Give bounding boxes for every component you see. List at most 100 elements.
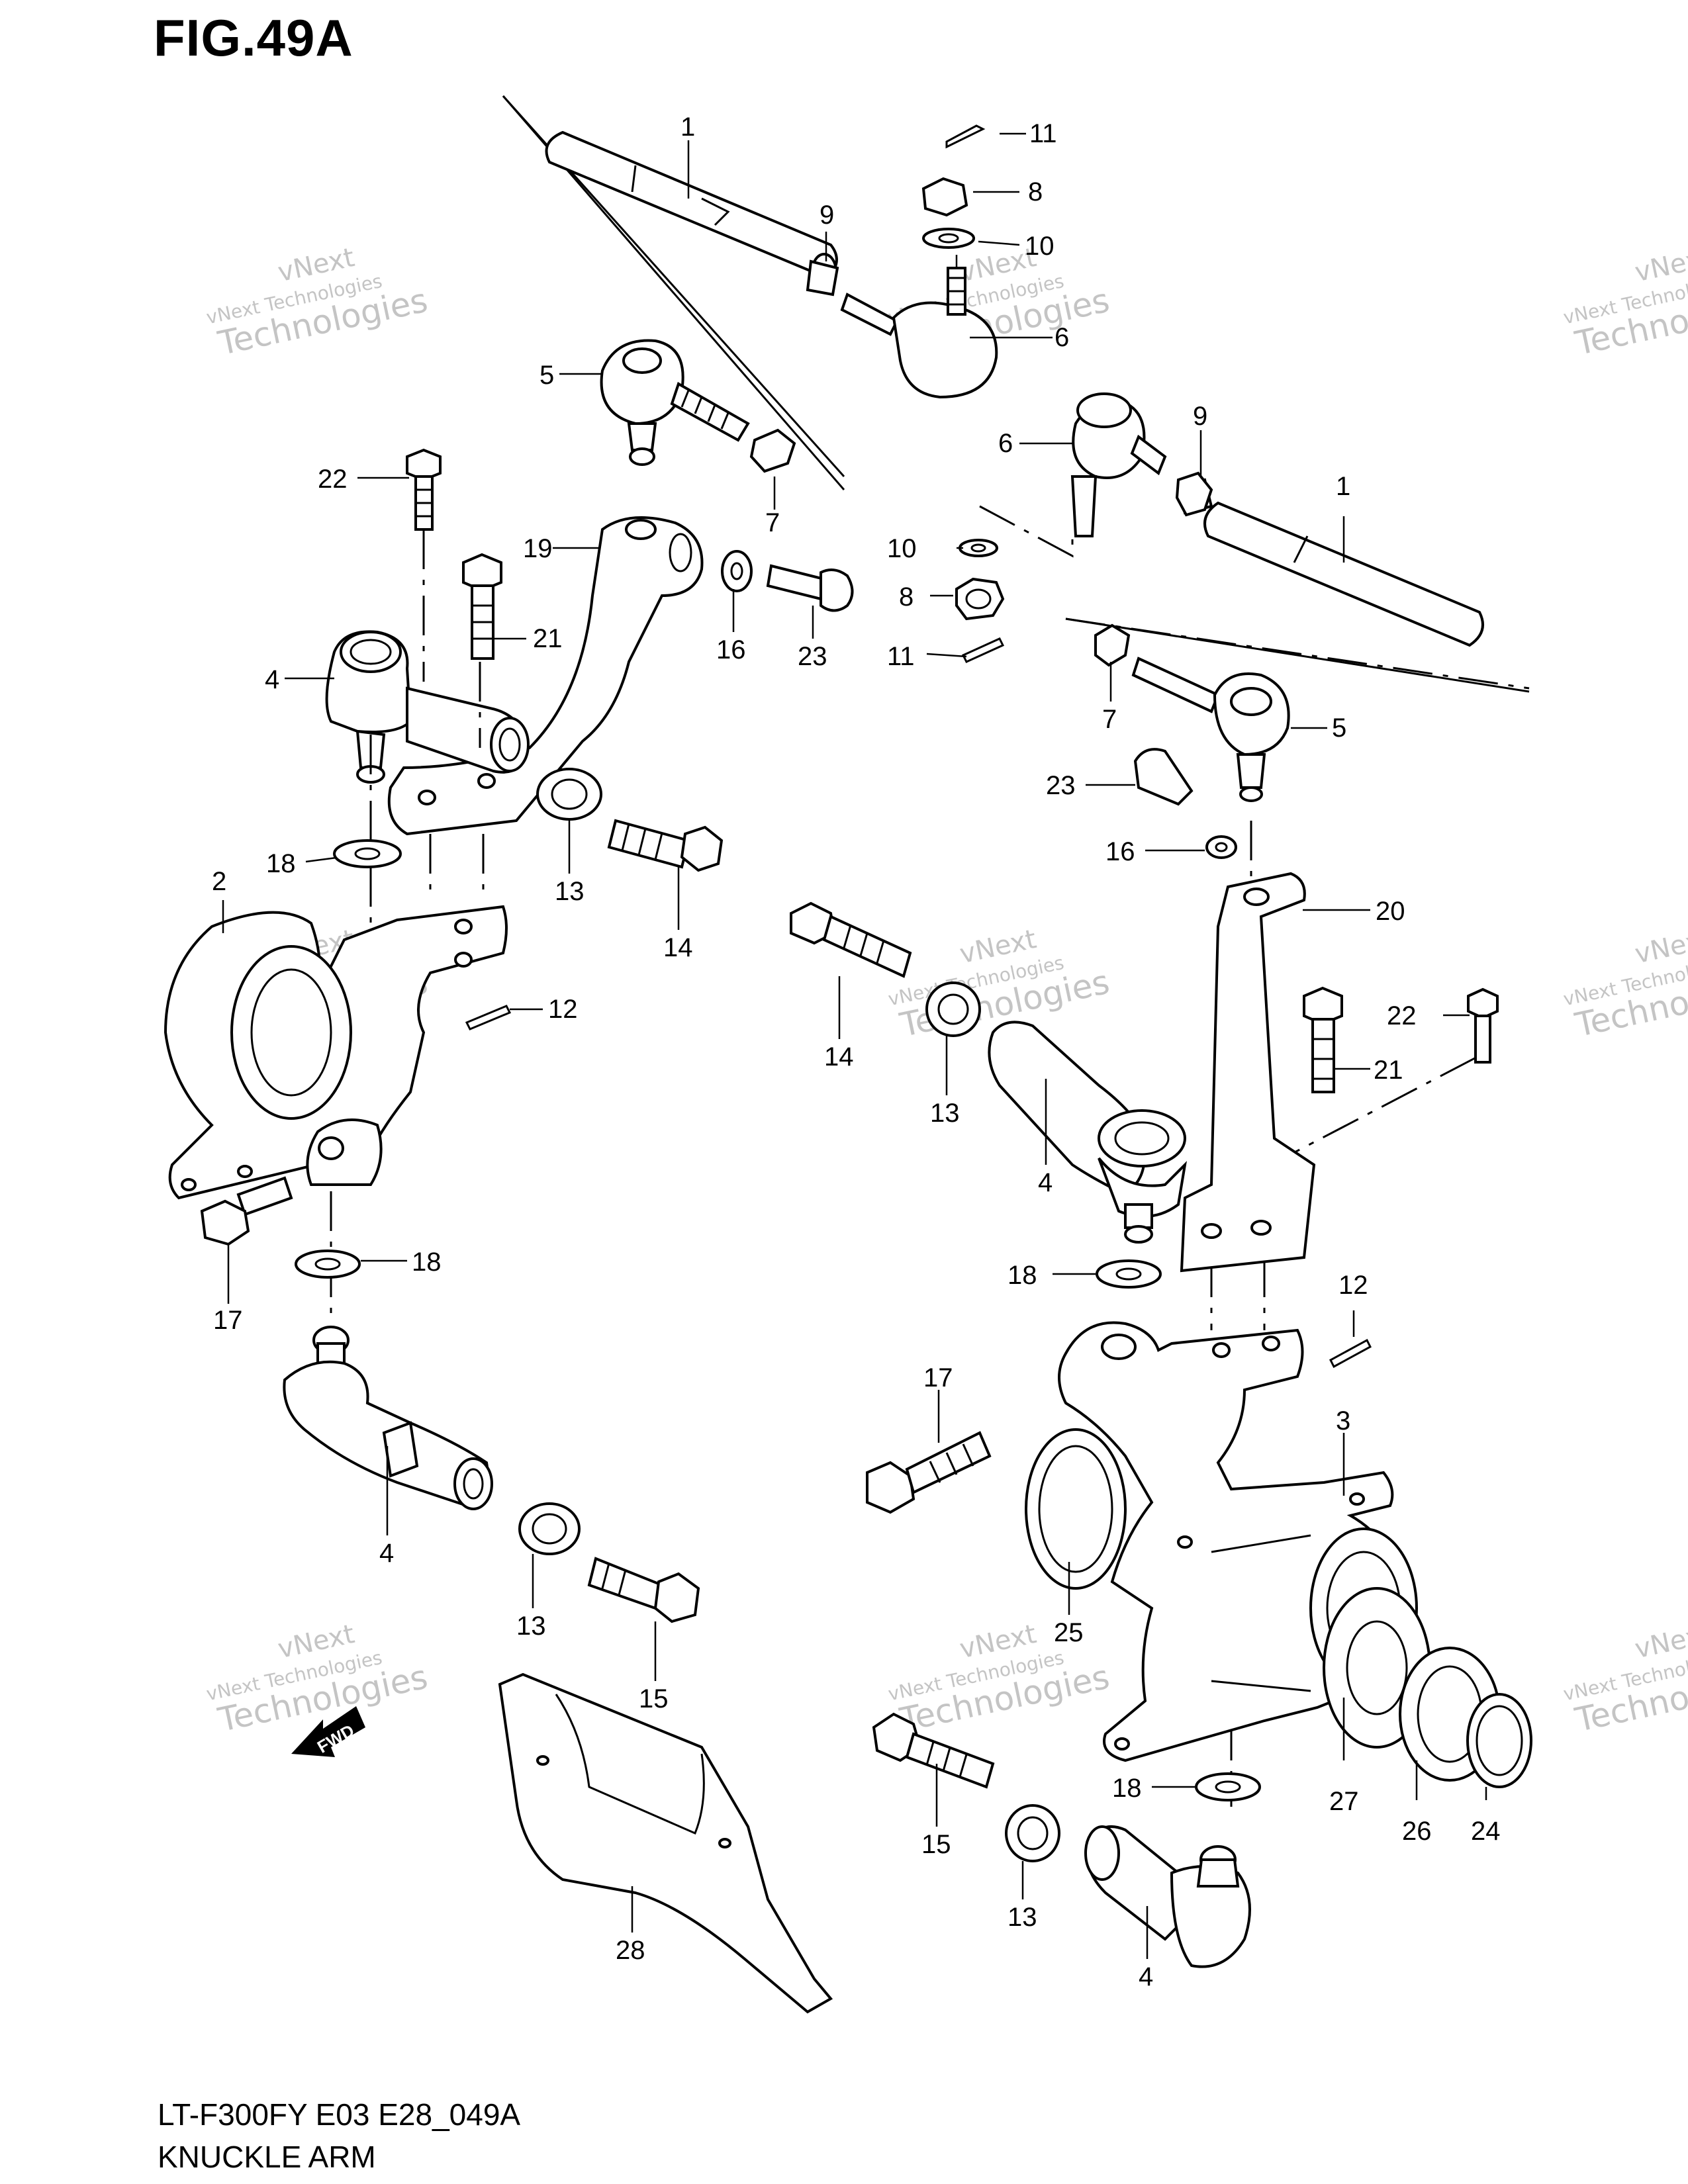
watermark: vNext vNext Technologies Technologies bbox=[205, 1619, 431, 1739]
watermark: vNext vNext Technologies Technologies bbox=[886, 924, 1113, 1044]
callout-14: 14 bbox=[663, 933, 693, 962]
callout-23: 23 bbox=[1046, 771, 1076, 800]
callout-28: 28 bbox=[616, 1936, 645, 1965]
callout-6: 6 bbox=[998, 429, 1013, 458]
callout-25: 25 bbox=[1054, 1618, 1084, 1647]
callout-12: 12 bbox=[548, 995, 578, 1024]
nut-8-lower bbox=[955, 577, 1005, 621]
cotter-pin-12-left bbox=[465, 1005, 512, 1030]
watermark: vNext vNext Technologies Technologies bbox=[205, 242, 431, 363]
callout-18: 18 bbox=[412, 1248, 442, 1277]
leader-lines bbox=[222, 132, 1487, 1959]
knuckle-arm-right bbox=[1180, 872, 1316, 1273]
knuckle-arm-left bbox=[387, 516, 704, 836]
bolt-17-left bbox=[200, 1176, 293, 1246]
knuckle-2-left bbox=[164, 905, 508, 1200]
callout-10: 10 bbox=[887, 534, 917, 563]
cotter-pin-11-lower bbox=[961, 637, 1005, 663]
tie-rod-end-right bbox=[1094, 623, 1290, 802]
callout-11: 11 bbox=[1029, 119, 1057, 148]
callout-16: 16 bbox=[1105, 837, 1135, 866]
callout-1: 1 bbox=[680, 113, 695, 142]
callout-15: 15 bbox=[921, 1830, 951, 1859]
callout-13: 13 bbox=[930, 1099, 960, 1128]
bolt-14-lower bbox=[790, 901, 912, 978]
ball-joint-4-upper-left bbox=[325, 630, 530, 784]
callout-17: 17 bbox=[213, 1306, 243, 1335]
bolt-15-left bbox=[587, 1557, 700, 1623]
callout-5: 5 bbox=[1332, 713, 1346, 743]
svg-text:vNext: vNext bbox=[1632, 924, 1688, 970]
watermark: vNext vNext Technologies Technologies bbox=[1562, 242, 1688, 363]
callout-18: 18 bbox=[1008, 1261, 1037, 1290]
washer-10-lower bbox=[959, 539, 998, 557]
bolt-22-left bbox=[406, 448, 442, 531]
callout-9: 9 bbox=[1193, 402, 1207, 431]
callout-16: 16 bbox=[716, 635, 746, 664]
bolt-15-right bbox=[872, 1712, 995, 1789]
callout-8: 8 bbox=[1028, 177, 1043, 206]
callout-numbers: 1 11 8 9 10 6 5 6 9 1 22 7 19 10 8 16 23… bbox=[212, 113, 1501, 1991]
callout-21: 21 bbox=[533, 624, 563, 653]
callout-10: 10 bbox=[1025, 232, 1055, 261]
bolt-23-upper bbox=[766, 564, 854, 612]
section-name: KNUCKLE ARM bbox=[158, 2140, 376, 2174]
tie-rod-end-left bbox=[600, 339, 796, 473]
ball-joint-4-middle bbox=[988, 1021, 1187, 1244]
callout-21: 21 bbox=[1374, 1056, 1403, 1085]
callout-13: 13 bbox=[555, 877, 585, 906]
callout-8: 8 bbox=[899, 582, 914, 612]
bolt-21-right bbox=[1303, 986, 1343, 1093]
callout-17: 17 bbox=[923, 1363, 953, 1392]
seal-25 bbox=[1025, 1428, 1127, 1590]
seal-13-middle bbox=[925, 981, 981, 1037]
ball-joint-4-lower-right bbox=[1084, 1825, 1251, 1968]
cotter-pin-12-right bbox=[1329, 1338, 1372, 1369]
watermark: vNext vNext Technologies Technologies bbox=[1562, 924, 1688, 1044]
callout-4: 4 bbox=[1038, 1168, 1053, 1197]
callout-6: 6 bbox=[1055, 323, 1069, 352]
callout-5: 5 bbox=[539, 361, 554, 390]
callout-12: 12 bbox=[1338, 1271, 1368, 1300]
callout-13: 13 bbox=[516, 1612, 546, 1641]
seal-13-lower-right bbox=[1005, 1804, 1060, 1862]
watermark: vNext vNext Technologies Technologies bbox=[1562, 1619, 1688, 1739]
figure-title: FIG.49A bbox=[154, 9, 353, 67]
callout-11: 11 bbox=[887, 642, 915, 671]
bolt-14-upper bbox=[607, 819, 724, 872]
washer-18-upper-left bbox=[333, 839, 402, 868]
tie-rod-assembly-right bbox=[1065, 392, 1530, 693]
bolt-17-right bbox=[866, 1431, 992, 1514]
callout-2: 2 bbox=[212, 867, 226, 896]
callout-18: 18 bbox=[266, 849, 296, 878]
model-code: LT-F300FY E03 E28_049A bbox=[158, 2097, 521, 2132]
ring-24 bbox=[1466, 1693, 1532, 1788]
svg-text:vNext: vNext bbox=[1632, 1619, 1688, 1664]
callout-23: 23 bbox=[798, 642, 827, 671]
seal-13-lower-left bbox=[518, 1502, 581, 1555]
callout-14: 14 bbox=[824, 1042, 854, 1071]
callout-4: 4 bbox=[1139, 1962, 1153, 1991]
tie-rod-assembly-upper bbox=[502, 95, 998, 490]
callout-26: 26 bbox=[1402, 1817, 1432, 1846]
callout-22: 22 bbox=[318, 465, 348, 494]
callout-19: 19 bbox=[523, 534, 553, 563]
bolt-21-left bbox=[462, 553, 502, 660]
callout-27: 27 bbox=[1329, 1787, 1359, 1816]
callout-7: 7 bbox=[765, 508, 780, 537]
callout-1: 1 bbox=[1336, 472, 1350, 501]
callout-20: 20 bbox=[1376, 897, 1405, 926]
seal-13-upper-left bbox=[536, 768, 602, 821]
washer-16-lower bbox=[1205, 835, 1237, 859]
callout-4: 4 bbox=[379, 1539, 394, 1568]
callout-22: 22 bbox=[1387, 1001, 1417, 1030]
washer-18-lower-right bbox=[1195, 1772, 1261, 1801]
washer-18-left bbox=[295, 1250, 361, 1279]
callout-18: 18 bbox=[1112, 1774, 1142, 1803]
callout-7: 7 bbox=[1102, 705, 1117, 734]
callout-4: 4 bbox=[265, 665, 279, 694]
callout-13: 13 bbox=[1008, 1903, 1037, 1932]
callout-3: 3 bbox=[1336, 1406, 1350, 1435]
callout-15: 15 bbox=[639, 1684, 669, 1713]
